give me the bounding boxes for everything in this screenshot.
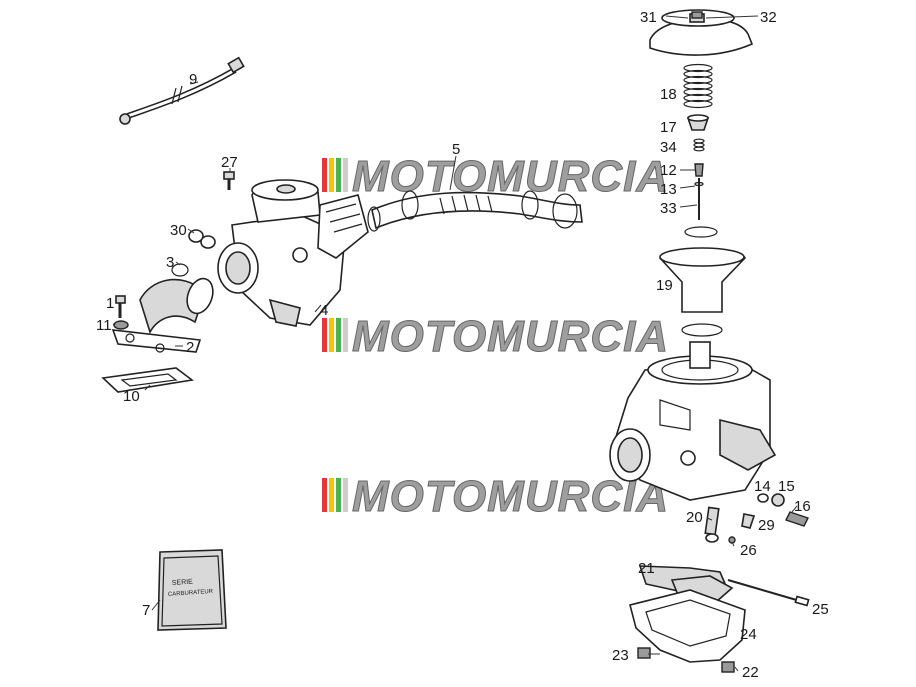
callout-27: 27 xyxy=(221,154,238,171)
callout-18: 18 xyxy=(660,86,677,103)
callout-24: 24 xyxy=(740,626,757,643)
part-16-idle-screw xyxy=(785,511,809,527)
callout-29: 29 xyxy=(758,517,775,534)
callout-30: 30 xyxy=(170,222,187,239)
callout-23: 23 xyxy=(612,647,629,664)
callout-31: 31 xyxy=(640,9,657,26)
callout-11: 11 xyxy=(96,317,112,334)
callout-33: 33 xyxy=(660,200,677,217)
callout-12: 12 xyxy=(660,162,677,179)
watermark-top: MOTOMURCIA xyxy=(322,152,669,202)
part-3-clamp xyxy=(171,263,189,277)
watermark-bottom: MOTOMURCIA xyxy=(322,472,669,522)
part-25-pin xyxy=(727,579,810,607)
part-17-retainer xyxy=(686,114,710,131)
callout-16: 16 xyxy=(794,498,811,515)
part-24-float-bowl xyxy=(629,589,746,663)
callout-7: 7 xyxy=(142,602,150,619)
part-9-hose xyxy=(119,56,245,125)
part-23-drain-screw xyxy=(637,647,651,659)
callout-17: 17 xyxy=(660,119,677,136)
callout-14: 14 xyxy=(754,478,771,495)
callout-32: 32 xyxy=(760,9,777,26)
part-29-jet xyxy=(741,513,756,529)
part-2-intake-manifold xyxy=(111,277,214,353)
callout-labels: 9 27 30 3 1 11 2 10 4 5 7 31 32 18 17 34… xyxy=(96,9,829,681)
callout-13: 13 xyxy=(660,181,677,198)
part-30-plugs xyxy=(188,229,216,249)
callout-21: 21 xyxy=(638,560,655,577)
svg-text:MOTOMURCIA: MOTOMURCIA xyxy=(352,152,669,201)
callout-20: 20 xyxy=(686,509,703,526)
part-carburetor-body-right xyxy=(609,341,777,501)
callout-3: 3 xyxy=(166,254,174,271)
callout-25: 25 xyxy=(812,601,829,618)
part-7-document-card: SERIE CARBURATEUR xyxy=(157,549,227,631)
callout-22: 22 xyxy=(742,664,759,681)
part-22-screw xyxy=(721,661,735,673)
callout-26: 26 xyxy=(740,542,757,559)
callout-4: 4 xyxy=(320,302,328,319)
part-10-gasket xyxy=(101,367,194,393)
part-12-needle-clip xyxy=(694,163,704,177)
callout-1: 1 xyxy=(106,295,114,312)
callout-9: 9 xyxy=(189,71,197,88)
svg-text:MOTOMURCIA: MOTOMURCIA xyxy=(352,312,669,361)
leader-lines xyxy=(112,15,798,672)
part-27-screw xyxy=(223,171,235,190)
part-32-screw xyxy=(691,11,703,19)
part-4-carburetor-left xyxy=(217,179,369,327)
part-19-diaphragm-slide xyxy=(659,226,746,337)
part-1-bolt xyxy=(115,295,126,318)
part-15-spring-small xyxy=(771,493,785,507)
svg-text:MOTOMURCIA: MOTOMURCIA xyxy=(352,472,669,521)
callout-5: 5 xyxy=(452,141,460,158)
watermark-middle: MOTOMURCIA xyxy=(322,312,669,362)
callout-2: 2 xyxy=(186,339,194,356)
part-34-spring-small xyxy=(693,138,705,152)
callout-15: 15 xyxy=(778,478,795,495)
callout-10: 10 xyxy=(123,388,140,405)
part-18-spring xyxy=(683,63,713,109)
document-card-line-2: CARBURATEUR xyxy=(168,589,214,598)
part-11-washer xyxy=(113,320,129,330)
part-20-emulsion-tube xyxy=(704,506,720,543)
document-card-line-1: SERIE xyxy=(172,579,194,587)
part-14-washer xyxy=(757,493,769,503)
part-5-intake-duct xyxy=(367,190,583,232)
callout-19: 19 xyxy=(656,277,673,294)
callout-34: 34 xyxy=(660,139,677,156)
